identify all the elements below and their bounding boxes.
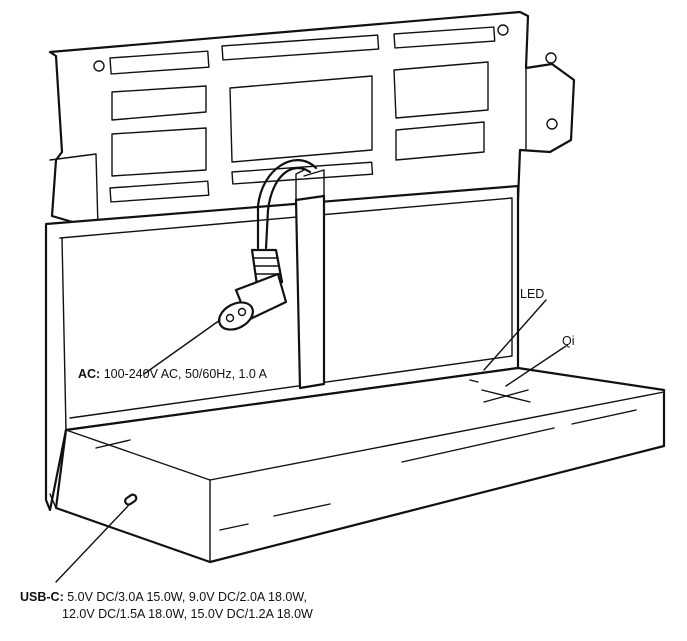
usbc-spec-2: 12.0V DC/1.5A 18.0W, 15.0V DC/1.2A 18.0W	[62, 607, 313, 621]
ac-spec: 100-240V AC, 50/60Hz, 1.0 A	[103, 367, 268, 381]
qi-leader-line	[505, 345, 567, 387]
mounting-bracket	[48, 10, 576, 232]
ac-power-connector-icon	[218, 159, 318, 331]
led-leader-line	[483, 299, 547, 371]
usbc-spec-1: 5.0V DC/3.0A 15.0W, 9.0V DC/2.0A 18.0W,	[67, 590, 307, 604]
usbc-leader-line	[55, 505, 129, 583]
ac-callout: AC: 100-240V AC, 50/60Hz, 1.0 A	[78, 366, 267, 383]
ac-title: AC:	[78, 367, 101, 381]
cable-post	[294, 169, 326, 390]
led-label: LED	[520, 287, 545, 301]
usbc-line-1: USB-C: 5.0V DC/3.0A 15.0W, 9.0V DC/2.0A …	[20, 589, 313, 606]
qi-label: Qi	[562, 334, 575, 348]
usbc-line-2: 12.0V DC/1.5A 18.0W, 15.0V DC/1.2A 18.0W	[20, 606, 313, 623]
usb-c-port-icon	[124, 493, 138, 506]
usbc-title: USB-C:	[20, 590, 64, 604]
qi-coil-mark-icon	[481, 389, 531, 403]
ac-leader-line	[143, 319, 221, 375]
led-indicator-icon	[469, 379, 479, 383]
charging-base	[49, 366, 666, 564]
usbc-callout: USB-C: 5.0V DC/3.0A 15.0W, 9.0V DC/2.0A …	[20, 589, 313, 623]
callout-lines	[55, 299, 567, 583]
